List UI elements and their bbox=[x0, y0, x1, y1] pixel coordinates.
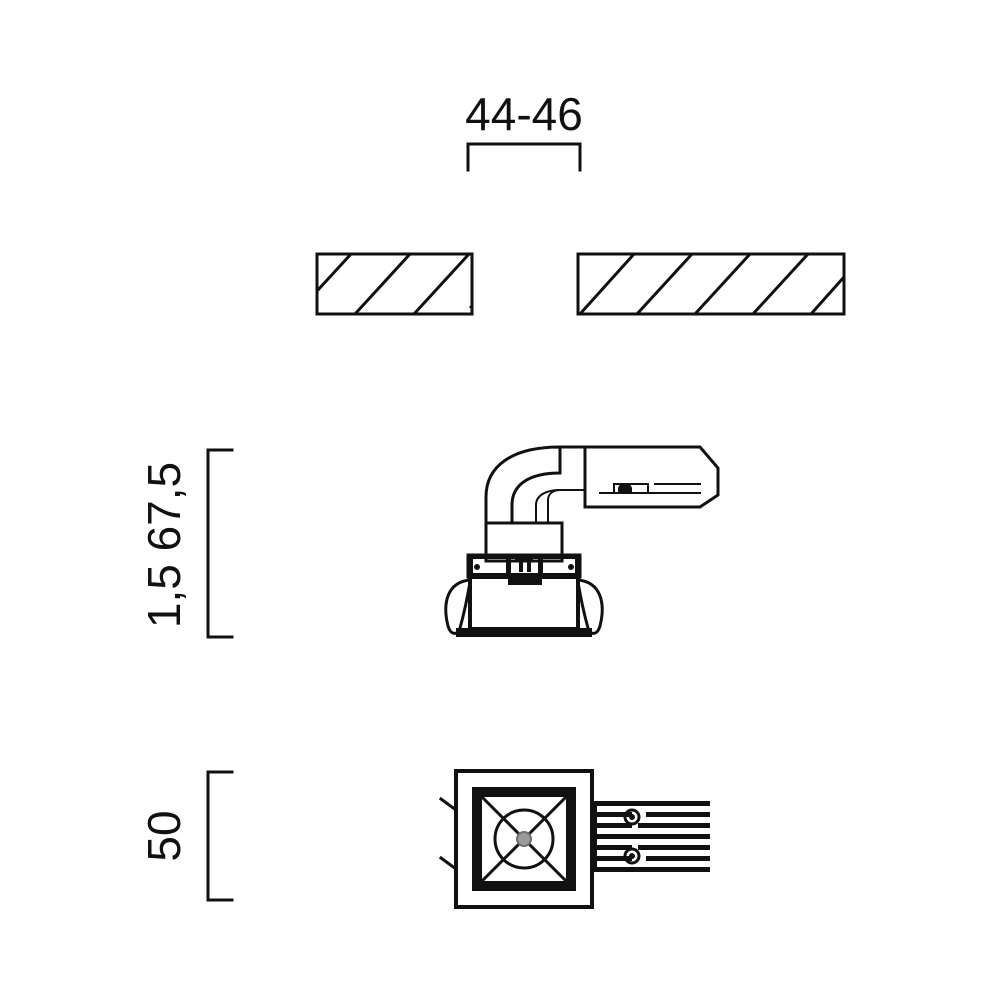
heat-sink-fin bbox=[646, 812, 710, 817]
heat-sink-fin bbox=[638, 845, 710, 850]
dimension-bracket-face-width bbox=[206, 770, 234, 902]
dimension-label-cutout-width: 44-46 bbox=[465, 88, 583, 140]
ceiling-section-right-hatching bbox=[578, 252, 846, 316]
ceiling-section-right-outline bbox=[576, 252, 846, 316]
heat-sink-fin bbox=[592, 812, 632, 817]
heat-sink-fin bbox=[592, 823, 632, 828]
center-dot bbox=[516, 831, 532, 847]
spring-clip-right bbox=[576, 578, 604, 635]
dimension-face-width: 50 bbox=[138, 770, 234, 902]
collar-connector-top bbox=[515, 556, 533, 561]
base-flange bbox=[456, 628, 592, 637]
heat-sink-fin bbox=[592, 845, 632, 850]
outer-frame bbox=[454, 769, 594, 909]
horizontal-arm-notch bbox=[613, 483, 649, 494]
collar-band-right-post bbox=[575, 555, 580, 577]
heat-sink-fin bbox=[592, 867, 710, 872]
dimension-bracket-body-height bbox=[206, 448, 234, 639]
heat-sink-fin bbox=[646, 856, 710, 861]
screw-bottom bbox=[623, 847, 641, 865]
collar-band-left-post bbox=[468, 555, 473, 577]
horizontal-arm-body bbox=[560, 445, 720, 509]
collar-connector-pin-left bbox=[519, 561, 523, 572]
collar-band-divider-left bbox=[506, 555, 511, 577]
curved-arm-inner-line-2 bbox=[547, 488, 562, 524]
dimension-bracket-cutout-width bbox=[466, 142, 582, 172]
clip-tick-top bbox=[438, 796, 459, 813]
center-circle bbox=[493, 808, 555, 870]
ceiling-section-left-outline bbox=[315, 252, 474, 316]
dimension-ceiling-cutout-width: 44-46 bbox=[465, 88, 583, 172]
ceiling-section-left bbox=[315, 252, 474, 316]
screw-top-center bbox=[629, 814, 635, 820]
clip-tick-bottom bbox=[438, 855, 459, 872]
heat-sink-fins bbox=[592, 801, 710, 872]
screw-top bbox=[623, 808, 641, 826]
fixture-bottom-view bbox=[438, 769, 710, 909]
collar-connector-pin-right bbox=[527, 561, 531, 572]
collar-band-screw-left bbox=[474, 564, 480, 570]
horizontal-arm-stud bbox=[618, 483, 632, 493]
heat-sink-fin bbox=[638, 823, 710, 828]
collar-band-screw-right bbox=[568, 564, 574, 570]
dimension-label-body-height: 1,5 67,5 bbox=[138, 462, 190, 628]
screw-bottom-center bbox=[629, 853, 635, 859]
dimension-body-height: 1,5 67,5 bbox=[138, 448, 234, 639]
spring-clip-left bbox=[444, 578, 472, 635]
heat-sink-spine bbox=[592, 806, 597, 872]
heat-sink-fin bbox=[592, 801, 710, 806]
dimension-label-face-width: 50 bbox=[138, 810, 190, 861]
lamp-body-center-tab bbox=[508, 577, 542, 585]
collar-band bbox=[466, 553, 582, 579]
collar-band-divider-right bbox=[538, 555, 543, 577]
ceiling-section-left-hatching bbox=[315, 252, 474, 316]
fixture-side-elevation bbox=[444, 445, 720, 637]
ceiling-section-right bbox=[576, 252, 846, 316]
heat-sink-fin bbox=[592, 834, 710, 839]
heat-sink-fin bbox=[592, 856, 632, 861]
